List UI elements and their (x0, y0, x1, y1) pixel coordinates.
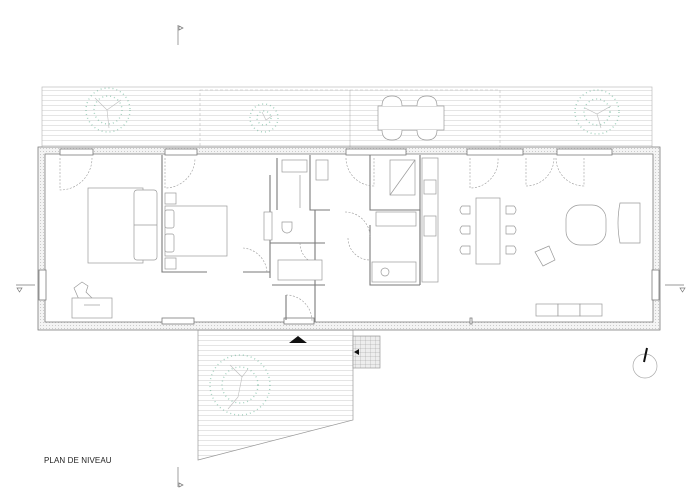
stair-arrow (354, 349, 359, 355)
tree (209, 354, 271, 416)
armchair (617, 202, 641, 244)
wc (263, 159, 329, 281)
wardrobe (277, 259, 323, 281)
entry-deck (197, 329, 381, 461)
cooktop (423, 179, 437, 195)
nightstand (164, 257, 177, 270)
section-markers (16, 25, 686, 488)
sink (423, 215, 437, 237)
nightstand (164, 192, 177, 205)
east-window (651, 269, 660, 301)
dining-chairs (459, 205, 517, 255)
drawing-title: PLAN DE NIVEAU (44, 456, 112, 465)
doors (59, 157, 585, 322)
north-windows (59, 148, 613, 156)
bench (579, 303, 603, 317)
section-marker-bottom-icon (177, 467, 184, 488)
building (37, 146, 661, 331)
kitchen (421, 157, 439, 283)
dining-table (475, 197, 501, 265)
section-marker-left-icon (16, 284, 35, 293)
west-window (38, 269, 47, 301)
bedroom-1 (71, 187, 177, 319)
interior-walls (161, 155, 421, 322)
entrance-arrow-icon (289, 336, 307, 343)
vanity (375, 211, 417, 227)
section-marker-top-icon (177, 25, 184, 45)
coffee-table (565, 204, 607, 246)
washbasin (263, 211, 273, 241)
tree (85, 87, 620, 135)
south-windows (161, 317, 473, 325)
armchair (534, 245, 556, 267)
desk (71, 297, 113, 319)
bathtub (371, 261, 417, 283)
bench (535, 303, 559, 317)
living-room (459, 197, 641, 317)
wardrobe (281, 159, 308, 173)
outdoor-table (377, 95, 445, 141)
bathroom (371, 159, 417, 283)
north-arrow-icon (632, 347, 658, 379)
north-terrace (41, 86, 653, 150)
bench (557, 303, 581, 317)
double-bed (164, 205, 228, 257)
section-marker-right-icon (665, 284, 686, 293)
toilet (281, 221, 293, 234)
bedroom-2 (164, 205, 228, 257)
cabinet (315, 159, 329, 181)
